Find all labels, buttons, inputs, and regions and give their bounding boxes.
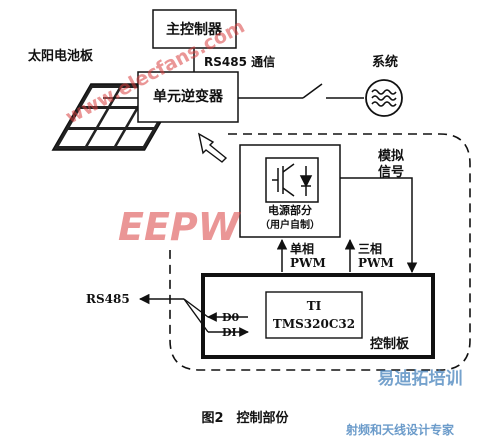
rs485-label: RS485 (86, 292, 130, 306)
brand-watermark: 易迪拓培训 (378, 368, 463, 389)
single-phase-pwm-label: PWM (290, 256, 326, 270)
three-phase-pwm-label: PWM (358, 256, 394, 270)
di-label: DI (222, 326, 237, 339)
power-module-sublabel: （用户自制） (260, 218, 320, 231)
solar-panel-label: 太阳电池板 (27, 48, 94, 64)
expand-arrow-icon (197, 132, 228, 163)
inverter-label: 单元逆变器 (153, 88, 224, 105)
three-phase-label: 三相 (358, 241, 382, 256)
power-module-label: 电源部分 (268, 203, 312, 217)
tagline-watermark: 射频和天线设计专家 (345, 422, 455, 437)
control-board-node: TI TMS320C32 控制板 (201, 273, 435, 359)
main-controller-label: 主控制器 (166, 21, 223, 38)
grid-system-icon (365, 79, 403, 117)
rs485-split-link (183, 298, 209, 318)
power-module-node: 电源部分 （用户自制） (239, 144, 341, 238)
detail-enclosure (169, 133, 471, 371)
igbt-icon (265, 157, 319, 203)
control-board-label: 控制板 (370, 336, 410, 352)
analog-signal-link (340, 177, 418, 274)
inverter-node: 单元逆变器 (137, 71, 239, 123)
grid-switch (238, 83, 364, 99)
dsp-vendor-label: TI (307, 299, 322, 313)
rs485-comm-label: RS485 通信 (204, 54, 275, 69)
analog-signal-label: 模拟 (378, 148, 404, 164)
single-phase-label: 单相 (290, 241, 314, 256)
figure-caption: 图2 控制部份 (201, 410, 289, 426)
main-controller-node: 主控制器 (152, 9, 237, 49)
dsp-model-label: TMS320C32 (273, 317, 355, 331)
system-label: 系统 (372, 54, 398, 70)
d0-label: D0 (222, 311, 240, 324)
dsp-chip (265, 291, 363, 339)
analog-signal-label-2: 信号 (378, 164, 404, 180)
eepw-watermark-logo: EEPW (118, 205, 242, 249)
